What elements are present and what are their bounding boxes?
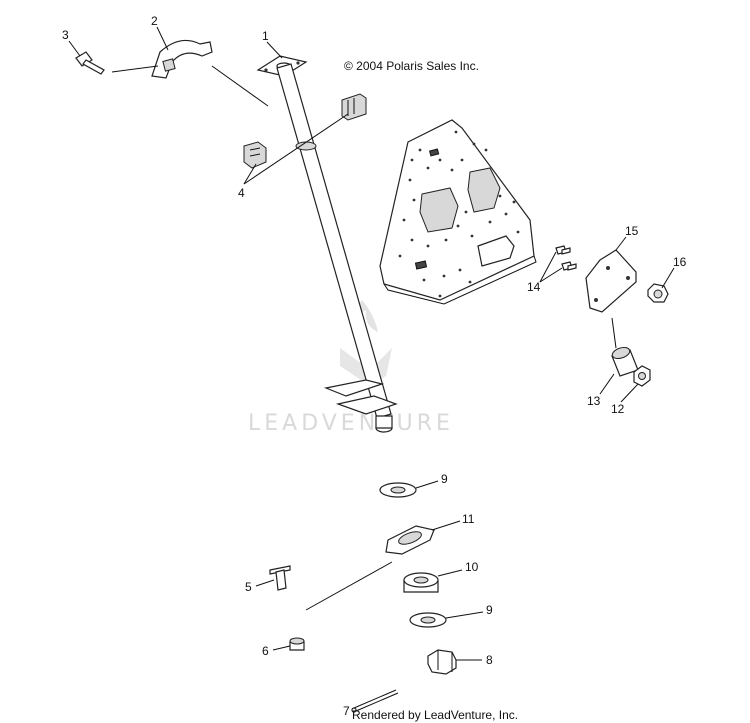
steering-post-collar [295, 141, 317, 151]
frame-panel-holes [398, 130, 520, 298]
callout-6: 6 [262, 644, 269, 658]
nut-12 [633, 365, 651, 387]
cap-6 [289, 637, 305, 651]
callout-16: 16 [673, 255, 687, 269]
rendered-by-text: Rendered by LeadVenture, Inc. [352, 708, 518, 722]
nut-16 [647, 283, 669, 303]
callout-3: 3 [62, 28, 69, 42]
callout-9-lower: 9 [486, 603, 493, 617]
leader-lines [68, 26, 675, 661]
callout-9-upper: 9 [441, 472, 448, 486]
bolt-3-shank [82, 59, 105, 75]
bolt-3-head [75, 51, 93, 67]
callout-1: 1 [262, 29, 269, 43]
callout-4: 4 [238, 186, 245, 200]
bearing-flange-11 [385, 525, 435, 555]
mount-plate-15 [585, 249, 637, 313]
steering-post [256, 55, 398, 433]
mount-plate-15-body [585, 249, 637, 313]
washer-9-lower [409, 612, 447, 628]
bushing-lower [243, 141, 267, 169]
spacer-10 [403, 572, 439, 593]
callout-labels: 1 2 3 4 5 6 7 8 9 9 10 11 12 13 14 15 16 [62, 14, 687, 718]
callout-8: 8 [486, 653, 493, 667]
callout-2: 2 [151, 14, 158, 28]
frame-panel-cutout-left [419, 187, 459, 233]
washer-9-upper [379, 482, 417, 498]
frame-panel-cutout-right [467, 167, 501, 213]
callout-14: 14 [527, 280, 541, 294]
callout-5: 5 [245, 580, 252, 594]
clamp-bracket-body [151, 39, 213, 79]
spacer-13 [611, 346, 639, 377]
bushing-upper [341, 93, 367, 121]
callout-13: 13 [587, 394, 601, 408]
steering-post-shaft [276, 63, 392, 419]
callout-12: 12 [611, 402, 625, 416]
steering-post-lower-bracket [323, 379, 385, 397]
steering-post-arm [335, 395, 398, 415]
clamp-bracket [151, 39, 213, 79]
bolt-3 [75, 51, 105, 75]
cotter-pin-7 [351, 689, 399, 713]
frame-panel-lower-slot [477, 235, 515, 267]
screw-14-lower [561, 261, 577, 271]
callout-15: 15 [625, 224, 639, 238]
screw-14-upper [555, 245, 571, 255]
callout-10: 10 [465, 560, 479, 574]
watermark-text: LEADVENTURE [248, 411, 454, 436]
bolt-5 [269, 565, 291, 591]
frame-panel [379, 119, 537, 305]
callout-7: 7 [343, 704, 350, 718]
callout-11: 11 [462, 512, 475, 526]
nut-8 [427, 649, 457, 675]
copyright-text: © 2004 Polaris Sales Inc. [344, 59, 479, 73]
